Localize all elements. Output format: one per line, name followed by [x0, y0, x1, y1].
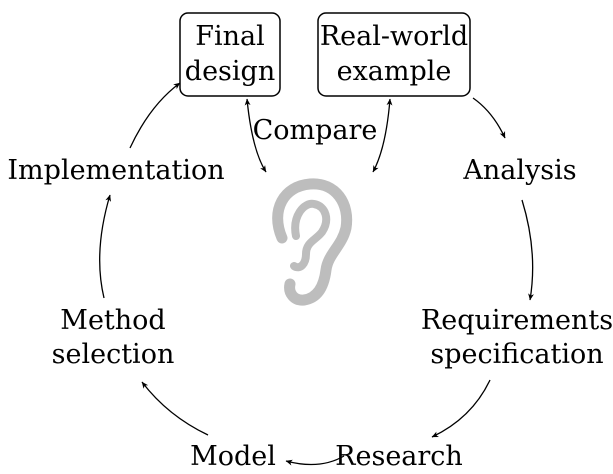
- node-method-selection: Method selection: [52, 305, 175, 370]
- node-analysis: Analysis: [462, 155, 576, 186]
- final-design-line-1: Final: [195, 21, 265, 52]
- final-design-box: Final design: [179, 12, 281, 97]
- node-model: Model: [190, 441, 276, 472]
- node-research-label: Research: [335, 441, 463, 472]
- arrow-implementation-to-final-design: [129, 82, 181, 149]
- final-design-line-2: design: [185, 56, 275, 87]
- svg-text:Real-world: Real-world: [320, 21, 468, 52]
- node-implementation: Implementation: [7, 155, 224, 186]
- arrow-method-selection-to-implementation: [99, 194, 112, 299]
- arrow-analysis-to-requirements: [521, 199, 534, 301]
- node-implementation-label: Implementation: [7, 155, 224, 186]
- node-research: Research: [335, 441, 463, 472]
- arrow-requirements-to-research: [431, 379, 491, 438]
- compare-arrow-left: [244, 98, 267, 173]
- node-requirements-line-2: specification: [430, 339, 603, 370]
- svg-text:Final: Final: [195, 21, 265, 52]
- arrow-research-to-model: [285, 455, 345, 466]
- node-requirements-line-1: Requirements: [421, 305, 613, 336]
- node-method-selection-line-2: selection: [52, 339, 175, 370]
- node-method-selection-line-1: Method: [60, 305, 165, 336]
- svg-text:selection: selection: [52, 339, 175, 370]
- real-world-example-box: Real-world example: [317, 12, 471, 97]
- svg-text:Method: Method: [60, 305, 165, 336]
- arrow-example-to-analysis: [472, 97, 506, 139]
- compare-label: Compare: [253, 115, 378, 146]
- node-model-label: Model: [190, 441, 276, 472]
- arrow-model-to-method-selection: [141, 381, 209, 436]
- svg-text:design: design: [185, 56, 275, 87]
- svg-text:example: example: [337, 56, 452, 87]
- node-analysis-label: Analysis: [462, 155, 576, 186]
- svg-text:specification: specification: [430, 339, 603, 370]
- real-world-example-line-2: example: [337, 56, 452, 87]
- compare-label-text: Compare: [253, 115, 378, 146]
- ear-icon: [272, 178, 353, 306]
- real-world-example-line-1: Real-world: [320, 21, 468, 52]
- node-requirements: Requirements specification: [421, 305, 613, 370]
- compare-arrow-right: [372, 98, 393, 173]
- svg-text:Requirements: Requirements: [421, 305, 613, 336]
